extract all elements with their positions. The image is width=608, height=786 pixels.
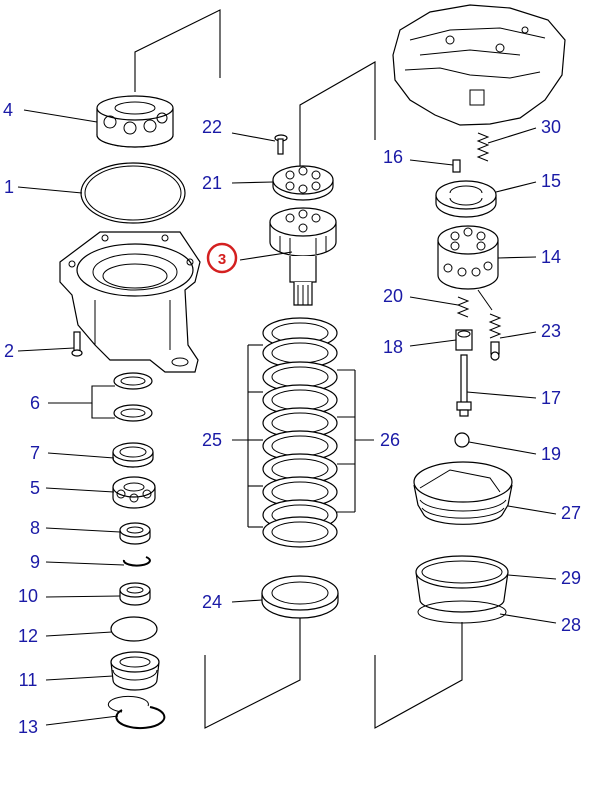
label-23[interactable]: 23 (541, 321, 561, 341)
label-24[interactable]: 24 (202, 592, 222, 612)
part-28-o-ring (417, 600, 507, 624)
part-25-26-disc-stack (262, 317, 338, 548)
part-12-plate (110, 616, 158, 642)
label-27[interactable]: 27 (561, 503, 581, 523)
part-2-bolt (71, 331, 83, 357)
label-11[interactable]: 11 (19, 670, 38, 690)
part-8-collar (119, 522, 151, 545)
label-15[interactable]: 15 (541, 171, 561, 191)
label-12[interactable]: 12 (18, 626, 38, 646)
part-15-valve-plate (435, 180, 497, 218)
label-8[interactable]: 8 (30, 518, 40, 538)
part-7-race (112, 442, 154, 468)
part-3-drive-shaft (269, 207, 337, 306)
part-11-seal (110, 651, 160, 691)
part-17-pin (456, 354, 472, 417)
label-17[interactable]: 17 (541, 388, 561, 408)
part-4-bearing (96, 95, 174, 148)
label-4[interactable]: 4 (3, 100, 13, 120)
part-22-screw (274, 134, 288, 155)
label-13[interactable]: 13 (18, 717, 38, 737)
label-10[interactable]: 10 (18, 586, 38, 606)
part-13-snap-ring (107, 695, 166, 730)
grouping-frames (134, 9, 463, 729)
part-16-pin (452, 159, 461, 173)
part-27-piston (413, 461, 513, 525)
label-20[interactable]: 20 (383, 286, 403, 306)
label-25[interactable]: 25 (202, 430, 222, 450)
label-18[interactable]: 18 (383, 337, 403, 357)
part-24-plate (261, 575, 339, 619)
label-29[interactable]: 29 (561, 568, 581, 588)
part-29-ring (415, 555, 509, 613)
label-6[interactable]: 6 (30, 393, 40, 413)
part-6-shims (113, 372, 153, 422)
label-14[interactable]: 14 (541, 247, 561, 267)
highlight-marker[interactable]: 3 (206, 242, 238, 274)
label-16[interactable]: 16 (383, 147, 403, 167)
part-23-spring-pin (488, 313, 502, 361)
part-19-ball (454, 432, 470, 448)
part-10-collar (119, 582, 151, 606)
part-9-snap-ring (122, 556, 151, 567)
leader-lines (17, 109, 557, 726)
label-2[interactable]: 2 (4, 341, 14, 361)
part-18-collar (455, 329, 473, 351)
label-3[interactable]: 3 (218, 251, 226, 268)
label-1[interactable]: 1 (4, 177, 14, 197)
label-7[interactable]: 7 (30, 443, 40, 463)
part-20-spring (456, 296, 470, 318)
label-19[interactable]: 19 (541, 444, 561, 464)
motor-case (392, 4, 566, 126)
part-14-cylinder-block (437, 225, 499, 311)
part-5-bearing (112, 476, 156, 509)
part-30-spring (476, 132, 490, 162)
part-21-retainer-plate (272, 165, 334, 201)
label-5[interactable]: 5 (30, 478, 40, 498)
label-26[interactable]: 26 (380, 430, 400, 450)
label-9[interactable]: 9 (30, 552, 40, 572)
part-1-o-ring (80, 162, 186, 224)
part-2-housing (59, 231, 201, 373)
label-30[interactable]: 30 (541, 117, 561, 137)
label-28[interactable]: 28 (561, 615, 581, 635)
label-22[interactable]: 22 (202, 117, 222, 137)
highlight-circle (206, 242, 238, 274)
label-21[interactable]: 21 (202, 173, 222, 193)
part-labels: 4 1 2 6 7 5 8 9 10 12 11 13 22 21 25 24 … (3, 100, 581, 737)
